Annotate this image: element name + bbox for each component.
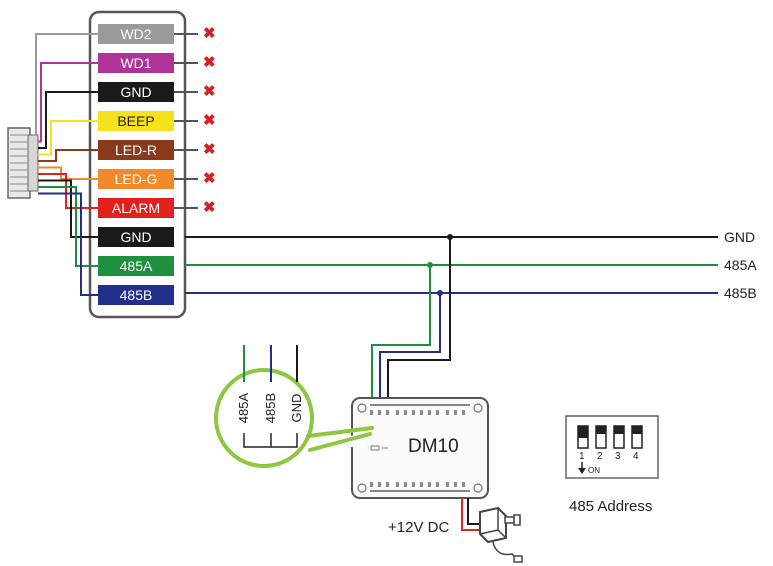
dip-switch — [565, 415, 659, 479]
pin-wire — [35, 33, 98, 136]
pin-wire — [38, 120, 98, 156]
pin-wire — [38, 192, 98, 296]
pin-gnd-2: GND — [98, 82, 174, 102]
pin-wd1-1: WD1 — [98, 53, 174, 73]
dip-number-2: 2 — [597, 451, 603, 462]
pin-485b-9: 485B — [98, 285, 174, 305]
junction-485b — [437, 290, 443, 296]
dm10-module — [351, 397, 489, 499]
reader-connector — [7, 127, 39, 199]
x-mark-icon: ✖ — [203, 141, 216, 158]
pin-stubs — [174, 33, 198, 209]
junction-485a — [427, 262, 433, 268]
callout-label-485b: 485B — [263, 392, 278, 424]
junction-gnd — [447, 234, 453, 240]
dip-number-4: 4 — [633, 451, 639, 462]
x-mark-icon: ✖ — [203, 83, 216, 100]
pin-wire — [38, 186, 98, 267]
pin-gnd-7: GND — [98, 227, 174, 247]
pin-wire — [38, 179, 98, 238]
pin-beep-3: BEEP — [98, 111, 174, 131]
x-mark-icon: ✖ — [203, 54, 216, 71]
reader-panel — [88, 10, 187, 319]
pin-wire — [38, 91, 98, 149]
x-mark-icon: ✖ — [203, 112, 216, 129]
dm10-name: DM10 — [408, 436, 459, 457]
bus-485b-label: 485B — [724, 285, 757, 301]
dip-on-label: ON — [588, 466, 600, 475]
pin-led-g-5: LED-G — [98, 169, 174, 189]
callout-label-485a: 485A — [236, 392, 251, 424]
callout — [214, 345, 374, 468]
callout-label-gnd: GND — [289, 393, 304, 423]
x-mark-icon: ✖ — [203, 199, 216, 216]
bus-485a-label: 485A — [724, 257, 757, 273]
bus-gnd-label: GND — [724, 229, 756, 245]
pin-alarm-6: ALARM — [98, 198, 174, 218]
pin-485a-8: 485A — [98, 256, 174, 276]
dip-number-1: 1 — [579, 451, 585, 462]
power-adapter — [461, 498, 523, 563]
pin-led-r-4: LED-R — [98, 140, 174, 160]
pin-wire — [38, 149, 98, 162]
power-label: +12V DC — [388, 519, 450, 536]
dip-number-3: 3 — [615, 451, 621, 462]
pin-wd2-0: WD2 — [98, 24, 174, 44]
x-mark-icon: ✖ — [203, 25, 216, 42]
dip-caption: 485 Address — [569, 498, 653, 515]
x-mark-icon: ✖ — [203, 170, 216, 187]
connector-wires — [35, 33, 98, 296]
pin-wire — [38, 62, 98, 143]
drop-wires — [371, 237, 451, 398]
